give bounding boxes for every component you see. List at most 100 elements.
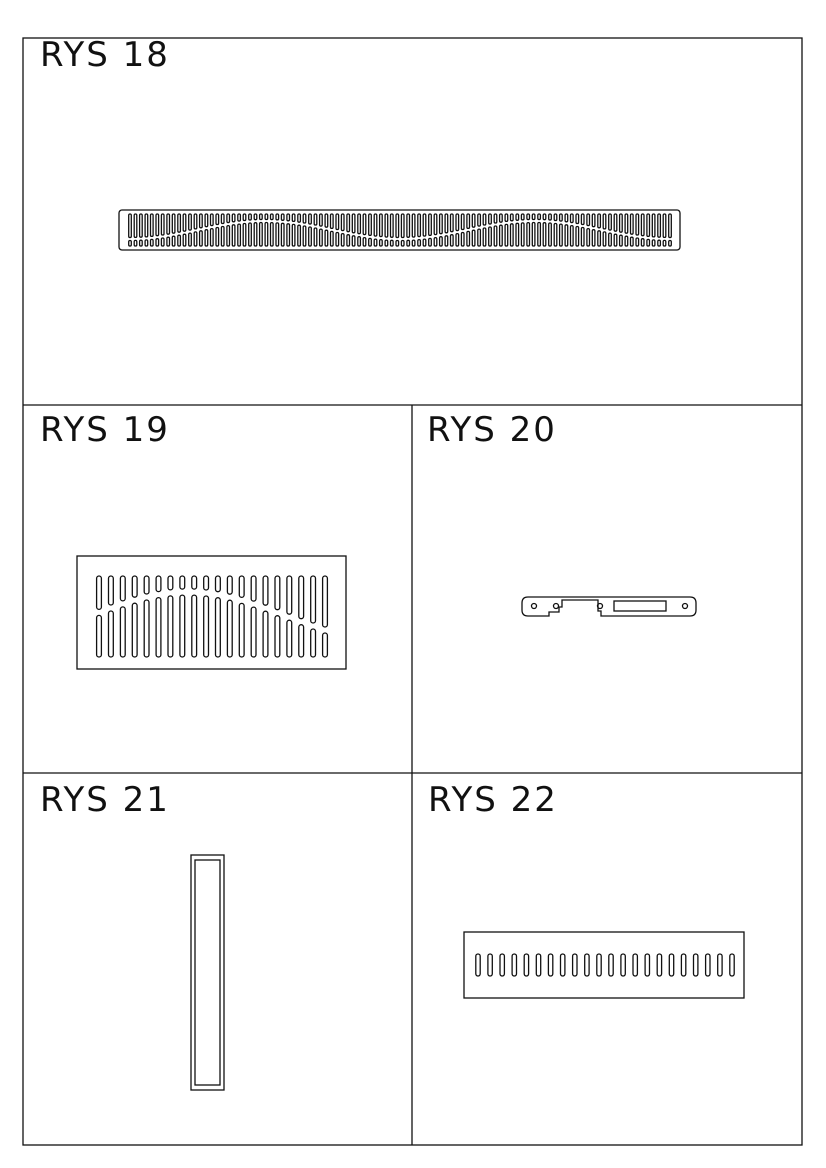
fig18-slot	[575, 213, 580, 225]
fig18-slot	[422, 213, 427, 237]
fig19-slot	[286, 619, 293, 658]
fig18-slot	[520, 222, 525, 247]
fig19-slot	[262, 610, 269, 658]
fig18-slot	[264, 221, 269, 247]
fig18-slot	[477, 228, 482, 247]
fig18-slot	[477, 213, 482, 227]
fig18-slot	[220, 225, 225, 247]
fig19-slot	[107, 575, 114, 606]
fig18-slot	[455, 213, 460, 232]
fig19-slot	[274, 575, 281, 611]
fig19-slot	[155, 596, 162, 658]
fig18-slot	[242, 222, 247, 247]
fig18-slot	[384, 213, 389, 238]
fig18-slot	[351, 235, 356, 247]
fig18-slot	[597, 213, 602, 229]
fig19-slot	[238, 602, 245, 658]
fig18-slot	[498, 224, 503, 247]
fig22-slot	[475, 953, 481, 977]
fig22-slot	[680, 953, 687, 977]
fig19-slot	[298, 575, 305, 620]
fig18-slot	[526, 221, 531, 247]
fig19-slot	[179, 594, 186, 658]
figure-20-bracket	[521, 596, 697, 617]
fig18-slot	[417, 213, 422, 238]
fig20-hole-right	[681, 602, 689, 610]
fig19-slot	[310, 575, 317, 624]
fig19-slot	[119, 575, 126, 602]
fig18-slot	[597, 230, 602, 247]
fig18-slot	[378, 213, 383, 238]
fig18-slot	[411, 213, 416, 238]
fig19-slot	[95, 614, 103, 658]
fig18-slot	[482, 227, 487, 247]
fig19-slot	[167, 575, 174, 591]
fig18-slot	[275, 222, 280, 247]
figure-21-frame	[190, 854, 225, 1091]
fig18-slot	[548, 213, 552, 221]
fig19-slot	[131, 602, 138, 658]
fig18-slot	[237, 223, 242, 247]
fig18-slot	[253, 213, 258, 221]
fig18-slot	[657, 213, 662, 238]
fig18-slot	[406, 213, 411, 238]
fig18-slot	[668, 213, 672, 239]
fig18-slot	[542, 213, 547, 221]
fig22-slot	[668, 953, 675, 977]
fig22-plate	[463, 931, 745, 999]
fig18-slot	[318, 213, 323, 227]
fig21-inner	[194, 859, 221, 1086]
fig18-slot	[608, 232, 612, 247]
fig18-slot	[509, 223, 514, 247]
fig19-slot	[179, 575, 186, 590]
fig18-slot	[324, 213, 329, 228]
fig18-slot	[280, 222, 285, 247]
fig18-slot	[346, 213, 351, 233]
fig18-slot	[548, 222, 552, 247]
fig18-slot	[542, 222, 547, 247]
fig22-slot	[559, 953, 566, 977]
fig18-slot	[537, 213, 542, 221]
fig18-slot	[569, 213, 574, 224]
fig18-slot	[160, 213, 165, 236]
fig18-slot	[488, 213, 492, 225]
fig18-slot	[580, 226, 585, 247]
fig18-slot	[324, 229, 329, 247]
figure-22-plate	[463, 931, 745, 999]
fig18-slot	[297, 224, 302, 247]
fig18-slot	[564, 213, 569, 223]
fig18-slot	[149, 213, 154, 238]
fig22-slot	[692, 953, 699, 977]
fig22-slot	[717, 953, 723, 977]
fig20-bracket-outline	[521, 596, 697, 617]
fig18-slot	[144, 213, 149, 238]
fig21-outer	[190, 854, 225, 1091]
fig18-slot	[171, 235, 176, 247]
fig19-slots	[95, 575, 329, 658]
fig20-hole-left	[530, 602, 538, 610]
fig18-slot	[264, 213, 269, 221]
fig18-slot	[346, 234, 351, 247]
fig19-slot	[214, 597, 221, 658]
fig18-slot	[531, 221, 536, 247]
fig18-slot	[417, 238, 422, 247]
fig18-slot	[128, 213, 132, 239]
figure-18-strip	[118, 209, 681, 251]
fig18-slot	[624, 213, 629, 234]
fig18-slot	[215, 226, 220, 247]
fig18-slot	[378, 238, 383, 247]
fig18-slot	[482, 213, 487, 226]
figure-label-18: RYS 18	[40, 35, 170, 75]
fig19-slot	[95, 575, 103, 611]
fig19-slot	[250, 606, 257, 658]
fig19-slot	[107, 610, 114, 658]
fig18-slot	[313, 213, 318, 226]
fig18-slot	[362, 236, 367, 247]
fig19-slot	[321, 632, 329, 658]
fig18-slot	[444, 213, 449, 234]
fig19-slot	[238, 575, 245, 599]
fig18-slot	[438, 236, 443, 247]
fig18-slot	[493, 213, 498, 224]
fig18-slot	[586, 227, 591, 247]
fig18-slot	[537, 221, 542, 247]
